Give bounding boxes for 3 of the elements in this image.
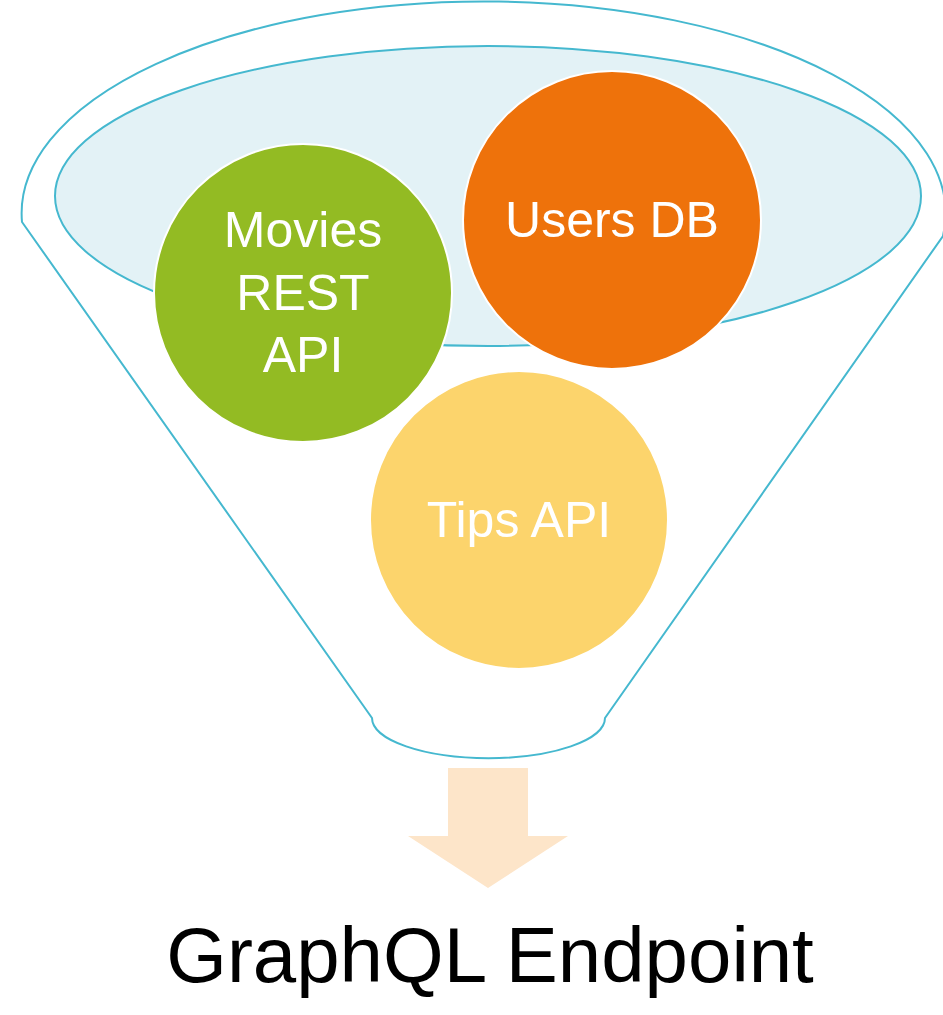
circle-node: Tips API (369, 370, 669, 670)
block-arrow (408, 768, 568, 888)
endpoint-label: GraphQL Endpoint (100, 905, 880, 1005)
